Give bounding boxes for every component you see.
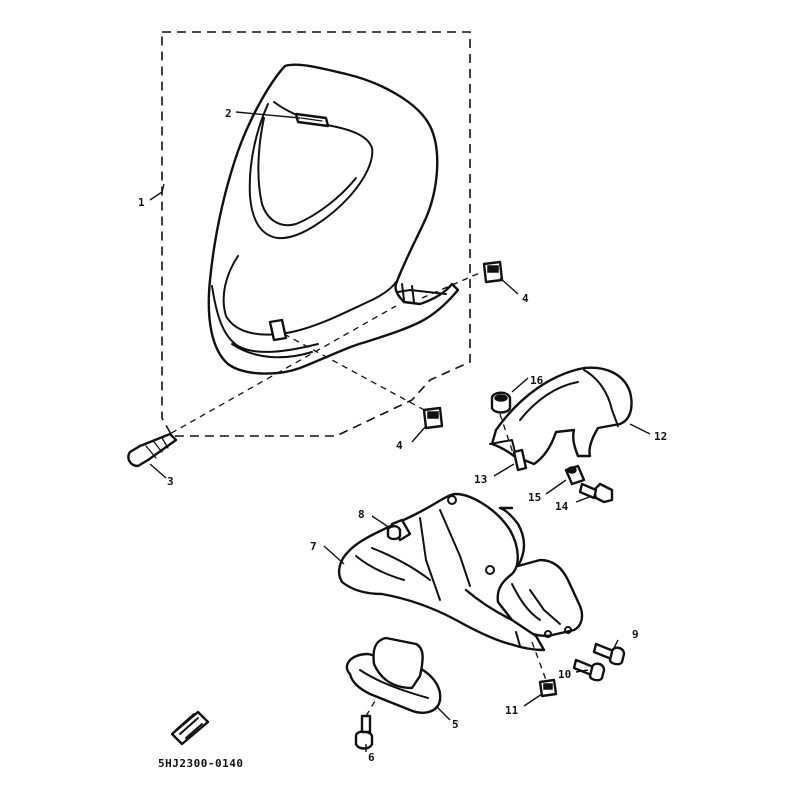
callout-15: 15 <box>528 491 541 504</box>
callout-1: 1 <box>138 196 145 209</box>
install-line <box>283 333 429 413</box>
part-16-grommet[interactable] <box>490 391 512 414</box>
callout-4-lower: 4 <box>396 439 403 452</box>
callout-2: 2 <box>225 107 232 120</box>
part-10-bolt[interactable] <box>572 658 606 682</box>
callout-10: 10 <box>558 668 571 681</box>
part-7-under-cover[interactable] <box>337 492 584 652</box>
install-line <box>151 305 397 445</box>
callout-13: 13 <box>474 473 487 486</box>
callout-7: 7 <box>310 540 317 553</box>
part-1-front-cover[interactable] <box>207 63 460 375</box>
part-15-collar[interactable] <box>564 464 586 486</box>
drawing-code: 5HJ2300-0140 <box>158 757 243 770</box>
assembly-boundary <box>161 31 471 437</box>
part-8-screw[interactable] <box>386 518 412 542</box>
part-11-nut[interactable] <box>538 678 558 698</box>
callout-11: 11 <box>505 704 519 717</box>
part-9-bolt[interactable] <box>592 642 626 666</box>
callout-12: 12 <box>654 430 667 443</box>
part-14-bolt[interactable] <box>578 482 614 504</box>
callout-5: 5 <box>452 718 459 731</box>
callout-14: 14 <box>555 500 569 513</box>
part-4-nut-upper[interactable] <box>482 260 504 284</box>
part-13-clip[interactable] <box>512 448 528 472</box>
callout-9: 9 <box>632 628 639 641</box>
part-12-inner-guard[interactable] <box>489 366 633 466</box>
front-direction-arrow-icon <box>170 710 210 746</box>
callout-8: 8 <box>358 508 365 521</box>
part-3-screw[interactable] <box>127 432 178 468</box>
callout-6: 6 <box>368 751 375 764</box>
callout-4-upper: 4 <box>522 292 529 305</box>
part-4-nut-lower[interactable] <box>422 406 444 430</box>
callout-16: 16 <box>530 374 544 387</box>
part-5-footrest-pad[interactable] <box>345 636 442 714</box>
part-6-screw[interactable] <box>354 714 374 750</box>
callout-3: 3 <box>167 475 174 488</box>
